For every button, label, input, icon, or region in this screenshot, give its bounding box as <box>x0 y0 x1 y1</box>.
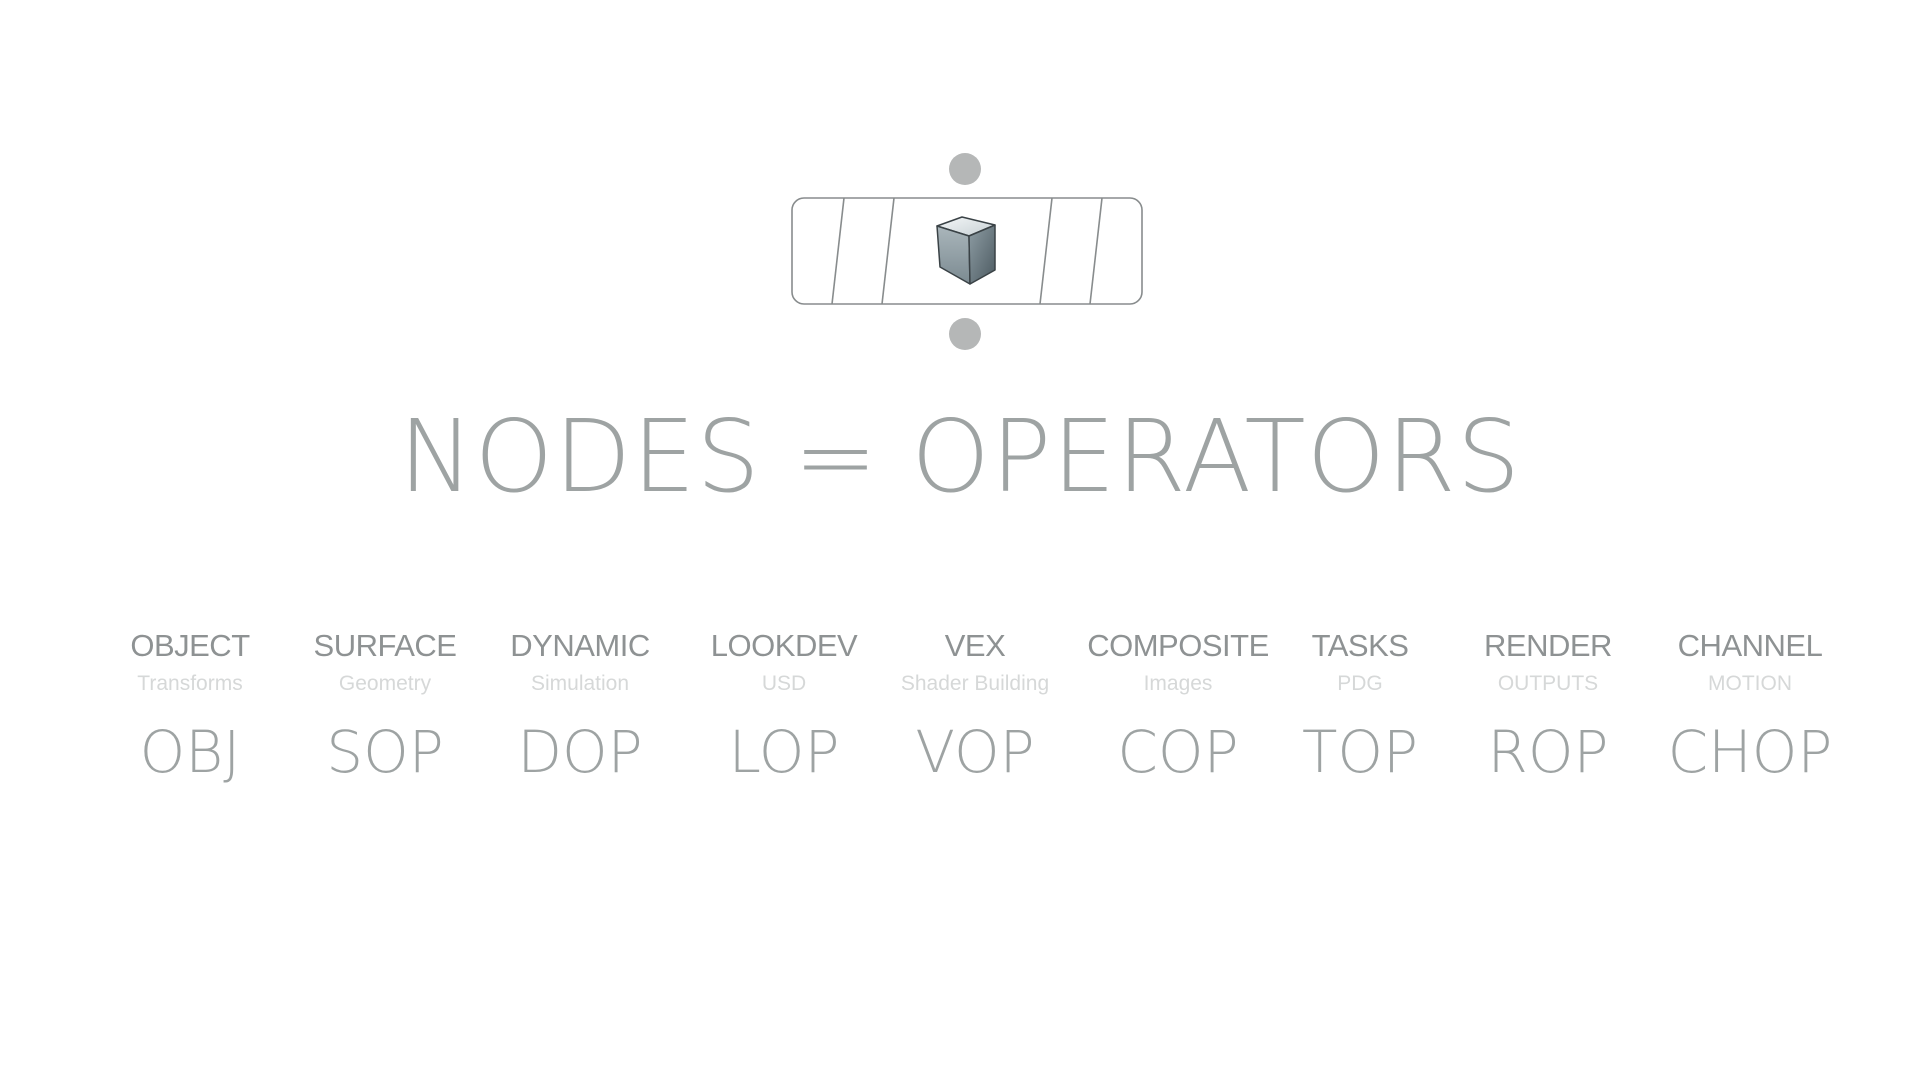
operator-abbreviation: COP <box>1117 718 1239 786</box>
operator-subtitle: MOTION <box>1708 672 1792 695</box>
operator-abbreviation: VOP <box>915 718 1035 786</box>
cube-icon <box>936 216 996 285</box>
operator-category: CHANNEL <box>1677 628 1823 663</box>
operator-category: OBJECT <box>130 628 250 663</box>
node-stripe-right-outer <box>1089 197 1103 305</box>
operator-column-chop: CHANNEL MOTION CHOP <box>1650 628 1850 781</box>
node-stripe-left-outer <box>831 197 845 305</box>
operator-category: VEX <box>944 628 1006 663</box>
operator-abbreviation: CHOP <box>1667 718 1833 786</box>
operator-abbreviation: SOP <box>326 718 444 786</box>
operator-abbreviation: OBJ <box>139 718 241 786</box>
operator-abbreviation: TOP <box>1301 718 1419 786</box>
operator-subtitle: PDG <box>1337 672 1383 695</box>
operator-column-lop: LOOKDEV USD LOP <box>684 628 884 781</box>
operator-subtitle: Transforms <box>137 672 243 695</box>
operator-subtitle: Images <box>1143 672 1213 695</box>
operator-column-obj: OBJECT Transforms OBJ <box>90 628 290 781</box>
operator-abbreviation: LOP <box>728 718 840 786</box>
operator-category: SURFACE <box>313 628 457 663</box>
output-connector <box>949 318 981 350</box>
operator-column-dop: DYNAMIC Simulation DOP <box>480 628 680 781</box>
operator-subtitle: Shader Building <box>900 672 1050 695</box>
operator-category: LOOKDEV <box>710 628 858 663</box>
operator-column-vop: VEX Shader Building VOP <box>875 628 1075 781</box>
node-stripe-left-inner <box>881 197 895 305</box>
node-stripe-right-inner <box>1039 197 1053 305</box>
input-connector <box>949 153 981 185</box>
operator-subtitle: USD <box>761 672 807 695</box>
operator-category: RENDER <box>1484 628 1612 663</box>
operator-category: COMPOSITE <box>1087 628 1269 663</box>
operator-abbreviation: ROP <box>1487 718 1609 786</box>
operator-column-cop: COMPOSITE Images COP <box>1078 628 1278 781</box>
operator-column-sop: SURFACE Geometry SOP <box>285 628 485 781</box>
operator-column-rop: RENDER OUTPUTS ROP <box>1448 628 1648 781</box>
operator-category: TASKS <box>1311 628 1409 663</box>
operator-subtitle: Geometry <box>338 672 432 695</box>
operator-column-top: TASKS PDG TOP <box>1260 628 1460 781</box>
operator-subtitle: OUTPUTS <box>1497 672 1599 695</box>
operator-subtitle: Simulation <box>530 672 630 695</box>
diagram-title: NODES = OPERATORS <box>398 398 1522 515</box>
node-graphic <box>791 153 1143 350</box>
operator-category: DYNAMIC <box>510 628 650 663</box>
operator-abbreviation: DOP <box>517 718 643 786</box>
